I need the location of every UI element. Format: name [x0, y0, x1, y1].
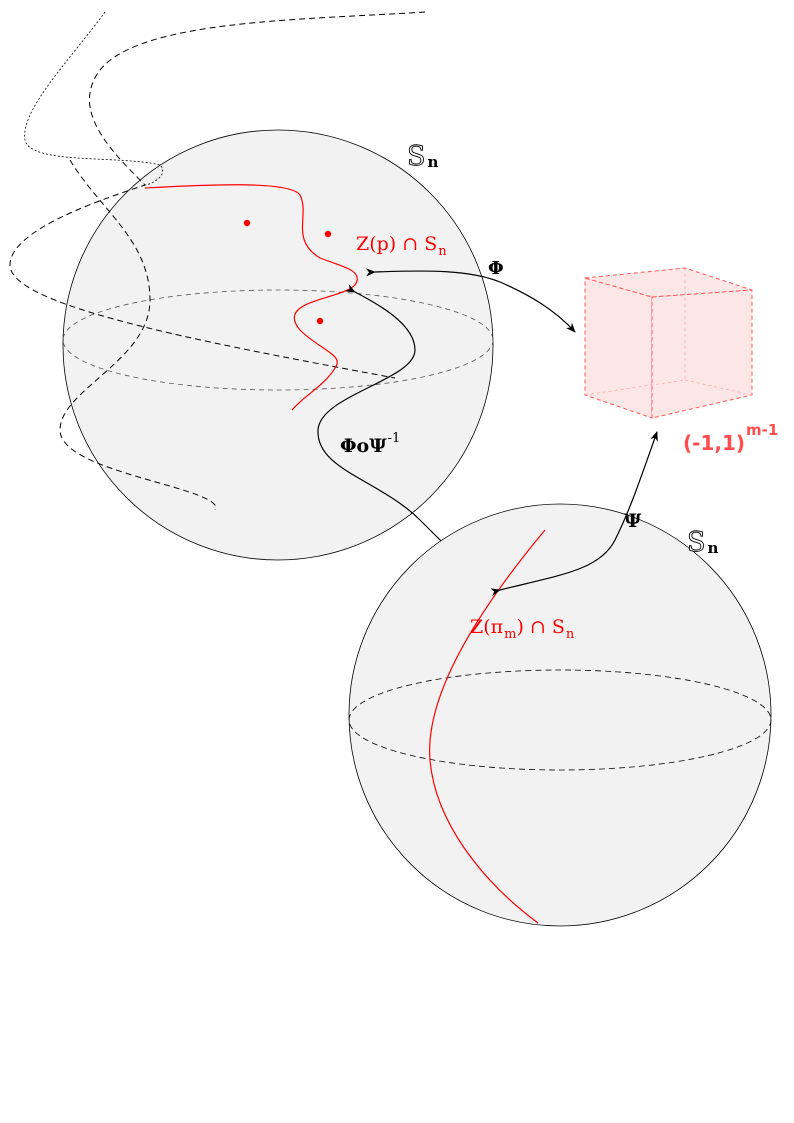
composite-label: ΦoΨ-1: [340, 431, 400, 457]
top-sphere-equator: [62, 289, 494, 391]
cube-front-face: [584, 277, 653, 419]
cube-hidden-edge: [584, 379, 686, 396]
composite-arrow: [317, 284, 478, 574]
cube-label: (-1,1)m-1: [683, 421, 778, 455]
bottom-sphere: [348, 503, 772, 927]
top-sphere-body: [62, 129, 494, 561]
red-point: [243, 219, 251, 227]
top-sphere-subscript: n: [428, 153, 439, 171]
zero-set-pi-curve: [429, 529, 546, 924]
zero-set-p-curve: [144, 184, 358, 411]
bottom-sphere-equator: [348, 669, 772, 771]
bottom-sphere-subscript: n: [708, 539, 719, 557]
phi-arrow: [365, 268, 576, 333]
psi-label: Ψ: [624, 510, 642, 532]
psi-arrow: [490, 431, 658, 597]
cube-side-face: [651, 289, 753, 419]
top-sphere: [62, 129, 494, 561]
outer-dashed-curve: [9, 11, 426, 379]
phi-label: Φ: [488, 258, 504, 279]
red-point: [316, 317, 324, 325]
zero-set-pi-label: Z(πm) ∩ Sn: [470, 616, 575, 642]
red-point: [324, 230, 332, 238]
lower-dashed-curve: [59, 159, 216, 510]
zero-set-p-label: Z(p) ∩ Sn: [356, 233, 447, 259]
cube: [584, 267, 753, 419]
thin-dashed-curve: [24, 11, 163, 186]
bottom-sphere-body: [348, 503, 772, 927]
